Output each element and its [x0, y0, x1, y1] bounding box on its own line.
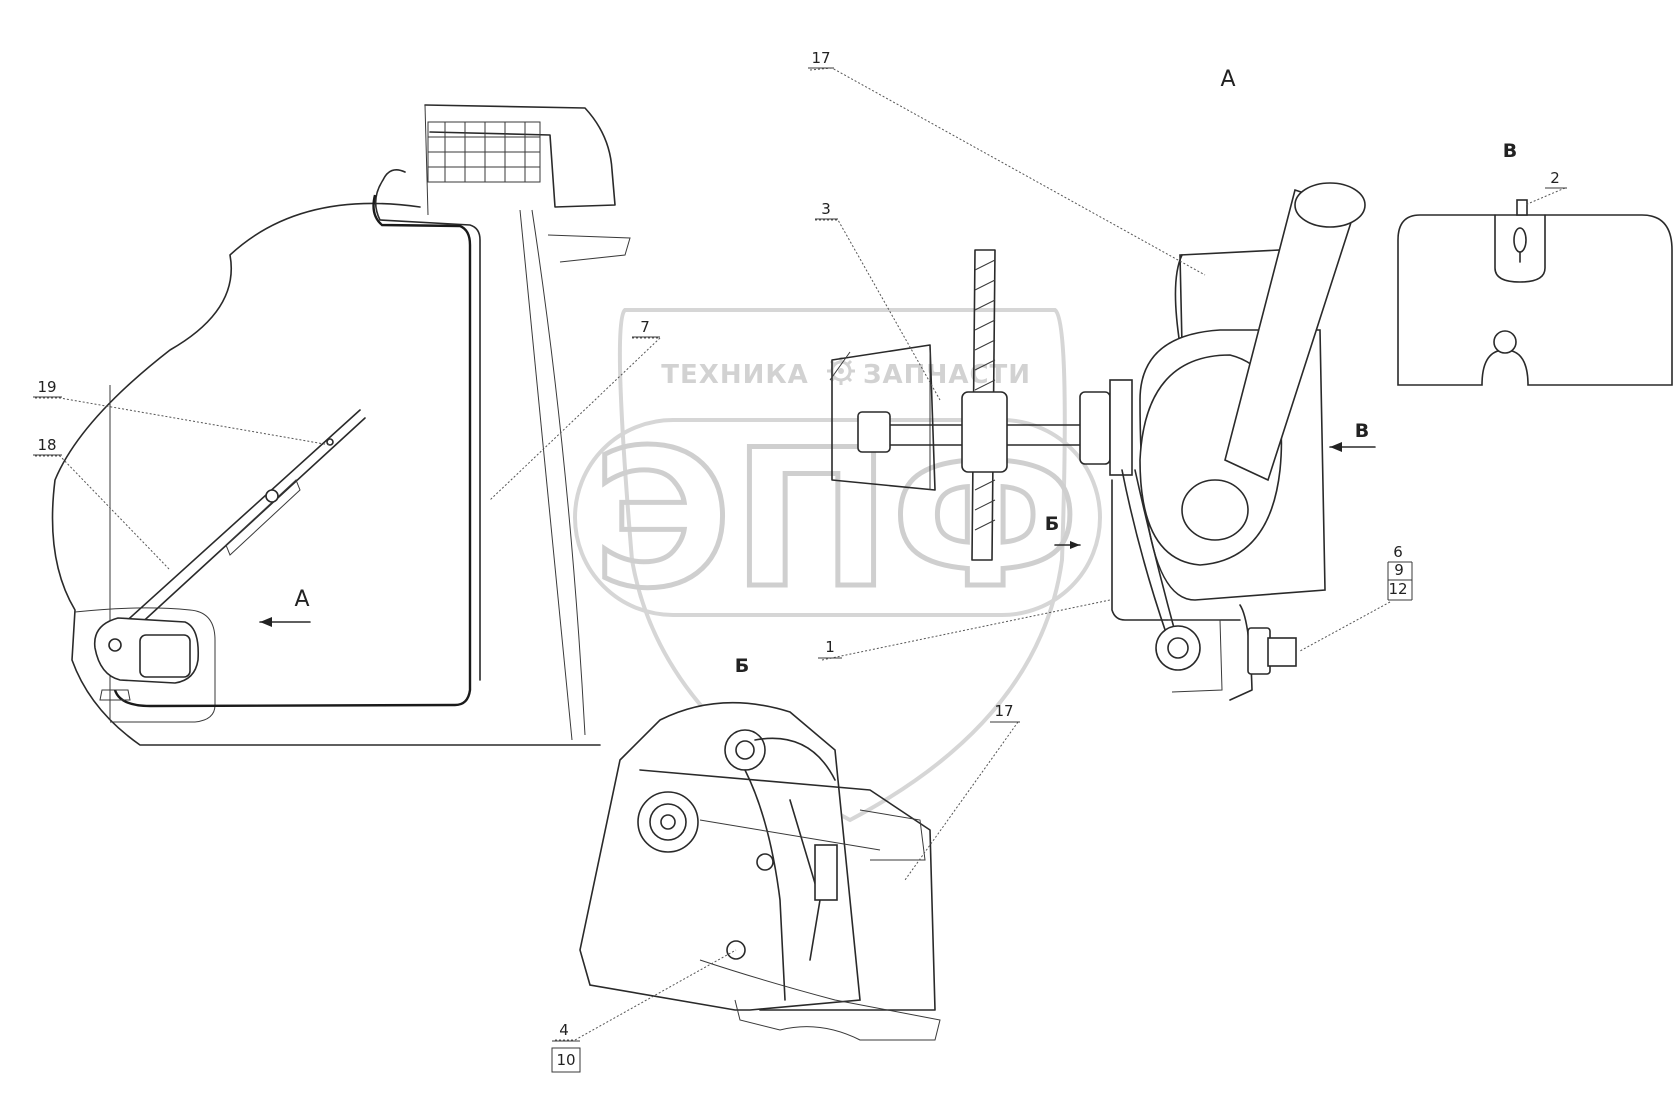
callout-12: 12: [1388, 580, 1407, 598]
section-b-detail: Б: [579, 655, 941, 1041]
callout-17-top: 17: [811, 49, 830, 67]
view-v-detail: В: [1397, 140, 1673, 386]
gear-icon: [827, 357, 855, 385]
cab-side-view: А: [51, 104, 631, 746]
callout-2: 2: [1550, 169, 1560, 187]
callout-17-bottom: 17: [994, 702, 1013, 720]
callout-19: 19: [37, 378, 56, 396]
callout-1: 1: [825, 638, 835, 656]
view-a-title: А: [1220, 67, 1235, 92]
callout-6: 6: [1393, 543, 1403, 561]
callout-3: 3: [821, 200, 831, 218]
wiper-arm: [99, 409, 366, 651]
callout-18: 18: [37, 436, 56, 454]
callout-10: 10: [556, 1051, 575, 1069]
callout-7: 7: [640, 318, 650, 336]
wiper-motor: [93, 617, 200, 701]
section-b-title: Б: [735, 655, 749, 677]
callouts: 17 3 2 7 19 18 1 17 6 9 12 4 10: [33, 49, 1567, 1073]
view-v-title: В: [1503, 140, 1517, 162]
view-v-arrow-label: В: [1355, 420, 1369, 442]
section-b-arrow-label: Б: [1045, 513, 1059, 535]
callout-9: 9: [1394, 561, 1404, 579]
roof-grille: [427, 121, 541, 183]
watermark-right-text: ЗАПЧАСТИ: [863, 360, 1031, 390]
watermark-left-text: ТЕХНИКА: [661, 360, 808, 390]
view-a-arrow-label: А: [294, 587, 309, 612]
view-a-detail: А Б: [829, 67, 1376, 701]
callout-4: 4: [559, 1021, 569, 1039]
